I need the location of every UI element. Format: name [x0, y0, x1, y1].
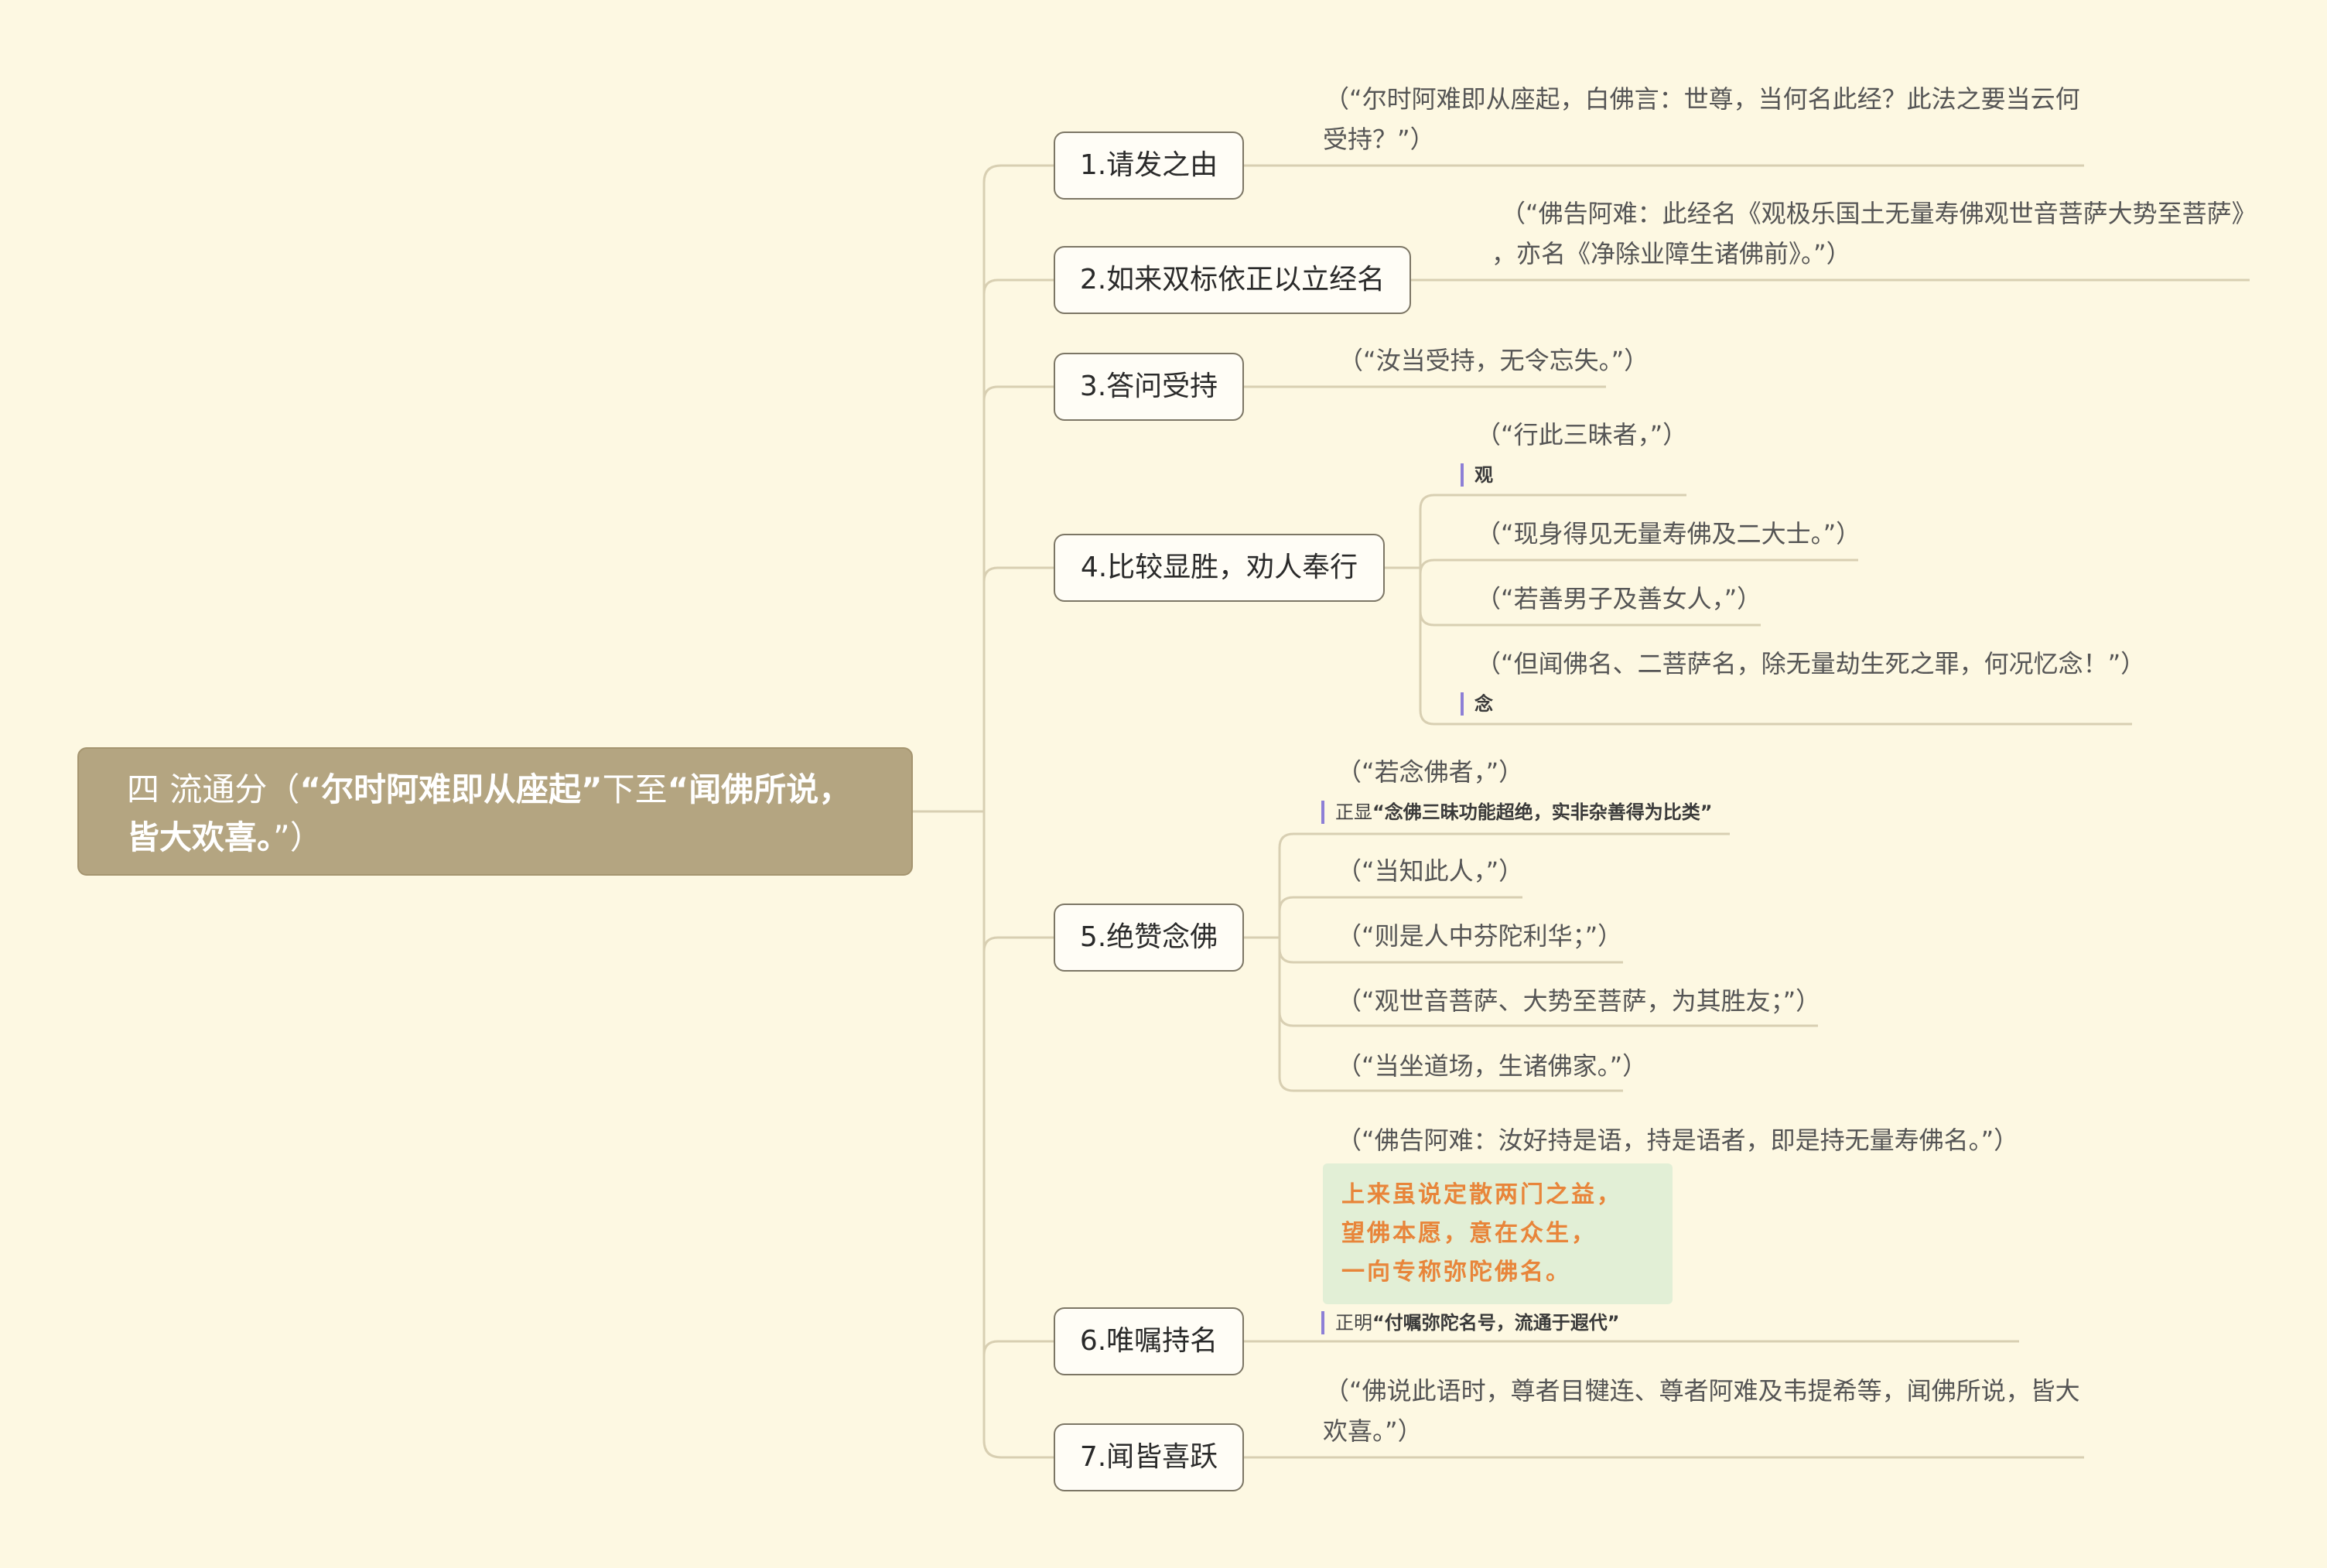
root-suffix: ”） [273, 818, 323, 856]
branch-3-node[interactable]: 3.答问受持 [1054, 353, 1244, 421]
branch-7-leaf-line2: 欢喜。”） [1323, 1416, 1423, 1446]
branch-6-node[interactable]: 6.唯嘱持名 [1054, 1307, 1244, 1375]
root-quote-start: “尔时阿难即从座起” [299, 770, 603, 808]
root-topic[interactable]: 四 流通分（“尔时阿难即从座起”下至“闻佛所说， 皆大欢喜。”） [77, 747, 913, 876]
root-quote-end-b: 皆大欢喜。 [127, 818, 274, 856]
branch-7-leaf-line1: （“佛说此语时，尊者目犍连、尊者阿难及韦提希等，闻佛所说，皆大 [1324, 1376, 2080, 1406]
callout-line-1: 上来虽说定散两门之益， [1341, 1181, 1622, 1208]
branch-6-callout: 上来虽说定散两门之益， 望佛本愿，意在众生， 一向专称弥陀佛名。 [1323, 1163, 1673, 1304]
branch-5-child-4: （“观世音菩萨、大势至菩萨，为其胜友；”） [1337, 986, 1821, 1016]
branch-2-leaf-line1: （“佛告阿难：此经名《观极乐国土无量寿佛观世音菩萨大势至菩萨》 [1501, 199, 2257, 228]
root-middle: 下至 [602, 770, 668, 808]
branch-4-child-4: （“但闻佛名、二菩萨名，除无量劫生死之罪，何况忆念！”） [1476, 649, 2146, 678]
branch-4-child-3: （“若善男子及善女人，”） [1476, 584, 1762, 613]
branch-5-child-2: （“当知此人，”） [1337, 856, 1524, 886]
branch-4-node[interactable]: 4.比较显胜，劝人奉行 [1054, 534, 1385, 602]
branch-5-node[interactable]: 5.绝赞念佛 [1054, 904, 1244, 972]
branch-1-leaf-line1: （“尔时阿难即从座起，白佛言：世尊，当何名此经？此法之要当云何 [1324, 84, 2080, 114]
branch-3-leaf: （“汝当受持，无令忘失。”） [1338, 346, 1649, 375]
branch-4-child-1: （“行此三昧者，”） [1476, 420, 1688, 449]
branch-1-leaf-line2: 受持？”） [1323, 125, 1435, 154]
callout-line-3: 一向专称弥陀佛名。 [1341, 1259, 1571, 1286]
branch-2-node[interactable]: 2.如来双标依正以立经名 [1054, 246, 1411, 314]
root-quote-end-a: “闻佛所说， [667, 770, 852, 808]
branch-5-child-1: （“若念佛者，”） [1337, 757, 1524, 787]
branch-4-child-2: （“现身得见无量寿佛及二大士。”） [1476, 519, 1861, 548]
callout-line-2: 望佛本愿，意在众生， [1341, 1220, 1597, 1247]
branch-6-note: 正明“付嘱弥陀名号，流通于遐代” [1321, 1311, 1620, 1334]
branch-2-leaf-line2: ，亦名《净除业障生诸佛前》。”） [1492, 239, 1851, 268]
branch-1-node[interactable]: 1.请发之由 [1054, 132, 1244, 200]
branch-5-note: 正显“念佛三昧功能超绝，实非杂善得为比类” [1321, 801, 1713, 824]
branch-4-note-guan: 观 [1461, 463, 1493, 487]
branch-5-child-5: （“当坐道场，生诸佛家。”） [1337, 1051, 1648, 1081]
root-prefix: 四 流通分（ [127, 770, 300, 808]
branch-6-leaf: （“佛告阿难：汝好持是语，持是语者，即是持无量寿佛名。”） [1337, 1126, 2019, 1155]
branch-4-note-nian: 念 [1461, 692, 1493, 716]
branch-7-node[interactable]: 7.闻皆喜跃 [1054, 1423, 1244, 1491]
branch-5-child-3: （“则是人中芬陀利华；”） [1337, 921, 1623, 951]
